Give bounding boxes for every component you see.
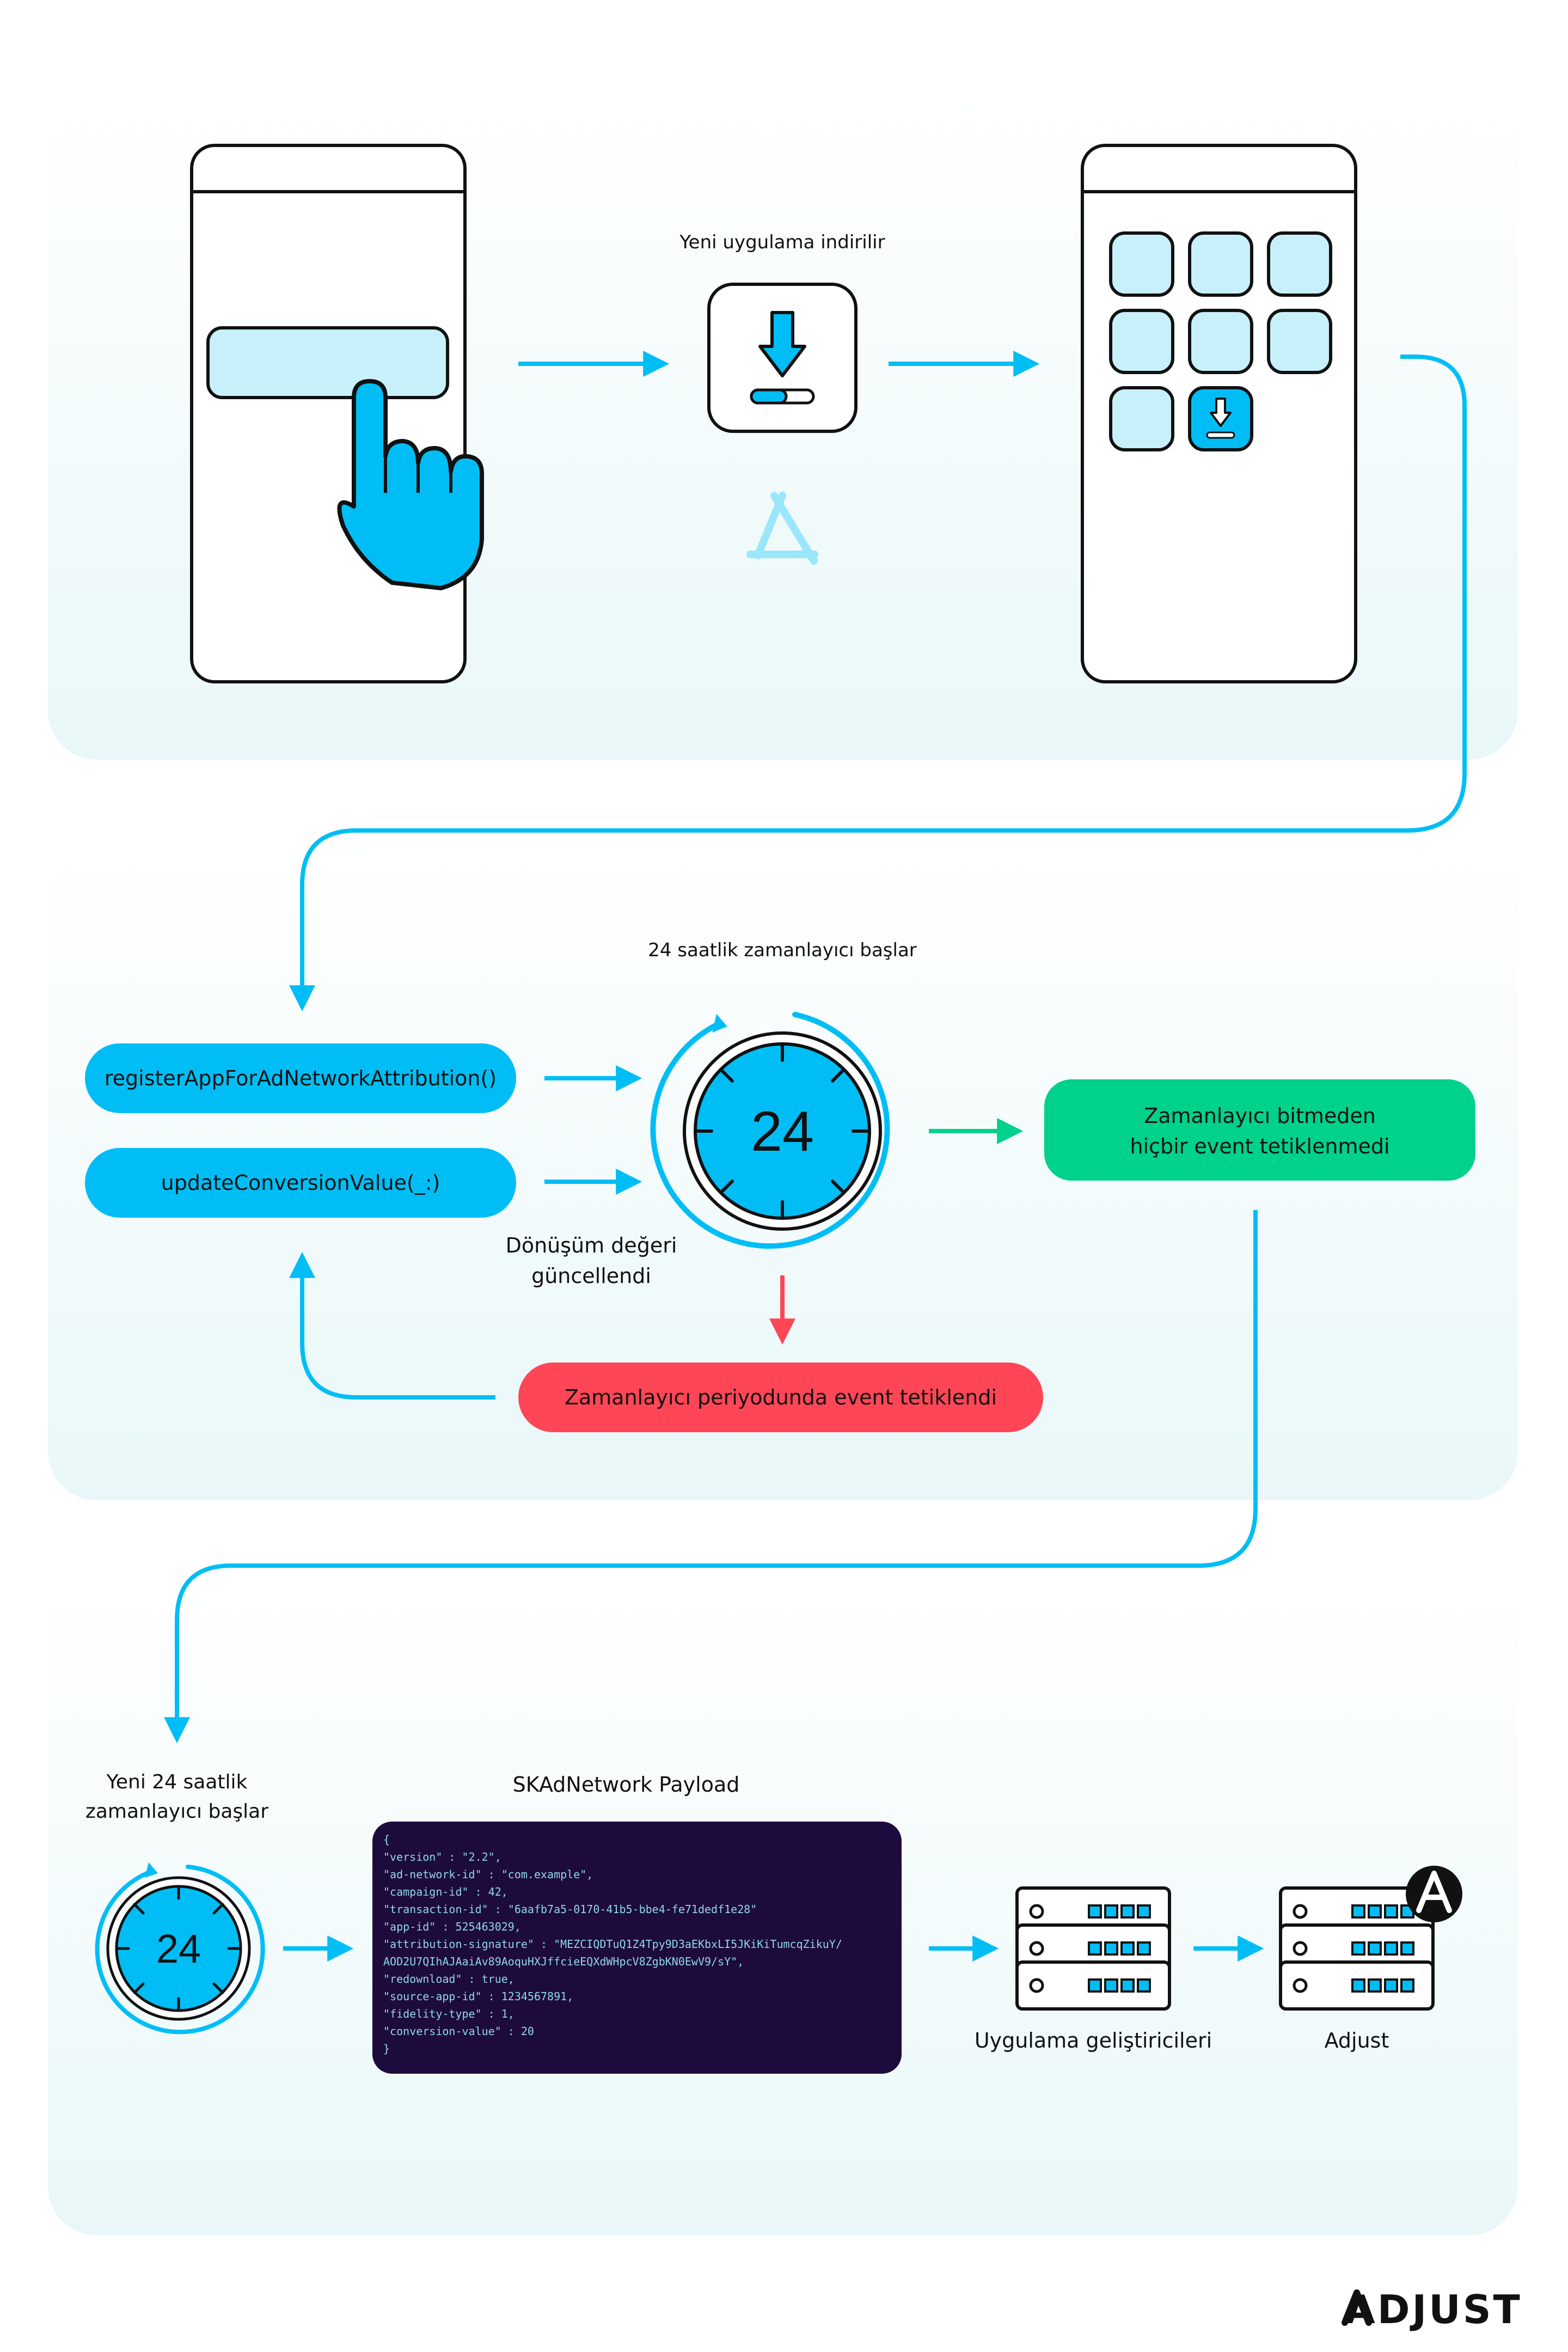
ad-banner	[206, 326, 449, 399]
code-line: "campaign-id" : 42,	[383, 1885, 508, 1898]
code-line: AOD2U7QIhAJAaiAv89AoquHXJffcieEQXdWHpcV8…	[383, 1955, 744, 1968]
code-line: "ad-network-id" : "com.example",	[383, 1868, 593, 1881]
adjust-logo: ADJUST	[1342, 2287, 1522, 2332]
download-icon	[707, 283, 857, 433]
update-call-pill	[85, 1148, 516, 1218]
update-call-label: updateConversionValue(_:)	[161, 1171, 440, 1195]
new-timer-value: 24	[156, 1926, 201, 1971]
new-timer-line2: zamanlayıcı başlar	[85, 1800, 268, 1823]
no-event-box	[1044, 1079, 1475, 1181]
event-triggered-pill	[518, 1363, 1043, 1432]
code-line: }	[383, 2042, 390, 2055]
adjust-logo-icon	[1342, 2289, 1372, 2326]
payload-title: SKAdNetwork Payload	[513, 1773, 740, 1797]
no-event-line1: Zamanlayıcı bitmeden	[1144, 1104, 1376, 1128]
register-call-pill	[85, 1043, 516, 1113]
no-event-line2: hiçbir event tetiklenmedi	[1130, 1134, 1389, 1158]
phone-app-installed	[1081, 144, 1357, 683]
timer-value: 24	[751, 1100, 814, 1163]
code-line: "conversion-value" : 20	[383, 2025, 534, 2038]
adjust-label: Adjust	[1325, 2029, 1389, 2052]
adjust-server-icon	[1279, 1886, 1435, 2011]
new-app-download-icon	[1188, 386, 1253, 451]
download-label: Yeni uygulama indirilir	[679, 231, 885, 253]
register-call-label: registerAppForAdNetworkAttribution()	[105, 1066, 497, 1090]
new-timer-line1: Yeni 24 saatlik	[106, 1771, 248, 1793]
hand-pointer-icon	[337, 379, 484, 590]
code-line: "source-app-id" : 1234567891,	[383, 1990, 573, 2003]
event-triggered-label: Zamanlayıcı periyodunda event tetiklendi	[565, 1385, 997, 1409]
code-line: "transaction-id" : "6aafb7a5-0170-41b5-b…	[383, 1903, 757, 1916]
timer-24h-icon: 24	[650, 1012, 890, 1249]
code-line: "app-id" : 525463029,	[383, 1920, 521, 1933]
conversion-updated-line1: Dönüşüm değeri	[506, 1233, 677, 1257]
code-line: "fidelity-type" : 1,	[383, 2007, 514, 2020]
developers-label: Uygulama geliştiricileri	[975, 2029, 1212, 2052]
new-timer-24h-icon: 24	[95, 1862, 265, 2035]
app-store-icon	[746, 492, 818, 565]
server-icon	[1015, 1886, 1171, 2011]
conversion-updated-line2: güncellendi	[531, 1264, 651, 1288]
connector-stage2-to-stage3	[164, 1210, 1258, 1744]
payload-code: { "version" : "2.2", "ad-network-id" : "…	[383, 1833, 842, 2055]
connector-stage1-to-stage2	[289, 355, 1467, 1012]
adjust-badge-icon	[1406, 1866, 1462, 1922]
code-line: {	[383, 1833, 390, 1846]
phone-ad-tap	[190, 144, 467, 683]
code-line: "version" : "2.2",	[383, 1850, 501, 1864]
payload-code-box	[372, 1822, 902, 2074]
loop-event-to-update	[289, 1251, 495, 1400]
timer-start-label: 24 saatlik zamanlayıcı başlar	[648, 939, 917, 961]
code-line: "attribution-signature" : "MEZCIQDTuQ1Z4…	[383, 1938, 842, 1951]
logo-text: ADJUST	[1345, 2287, 1522, 2332]
code-line: "redownload" : true,	[383, 1972, 514, 1986]
